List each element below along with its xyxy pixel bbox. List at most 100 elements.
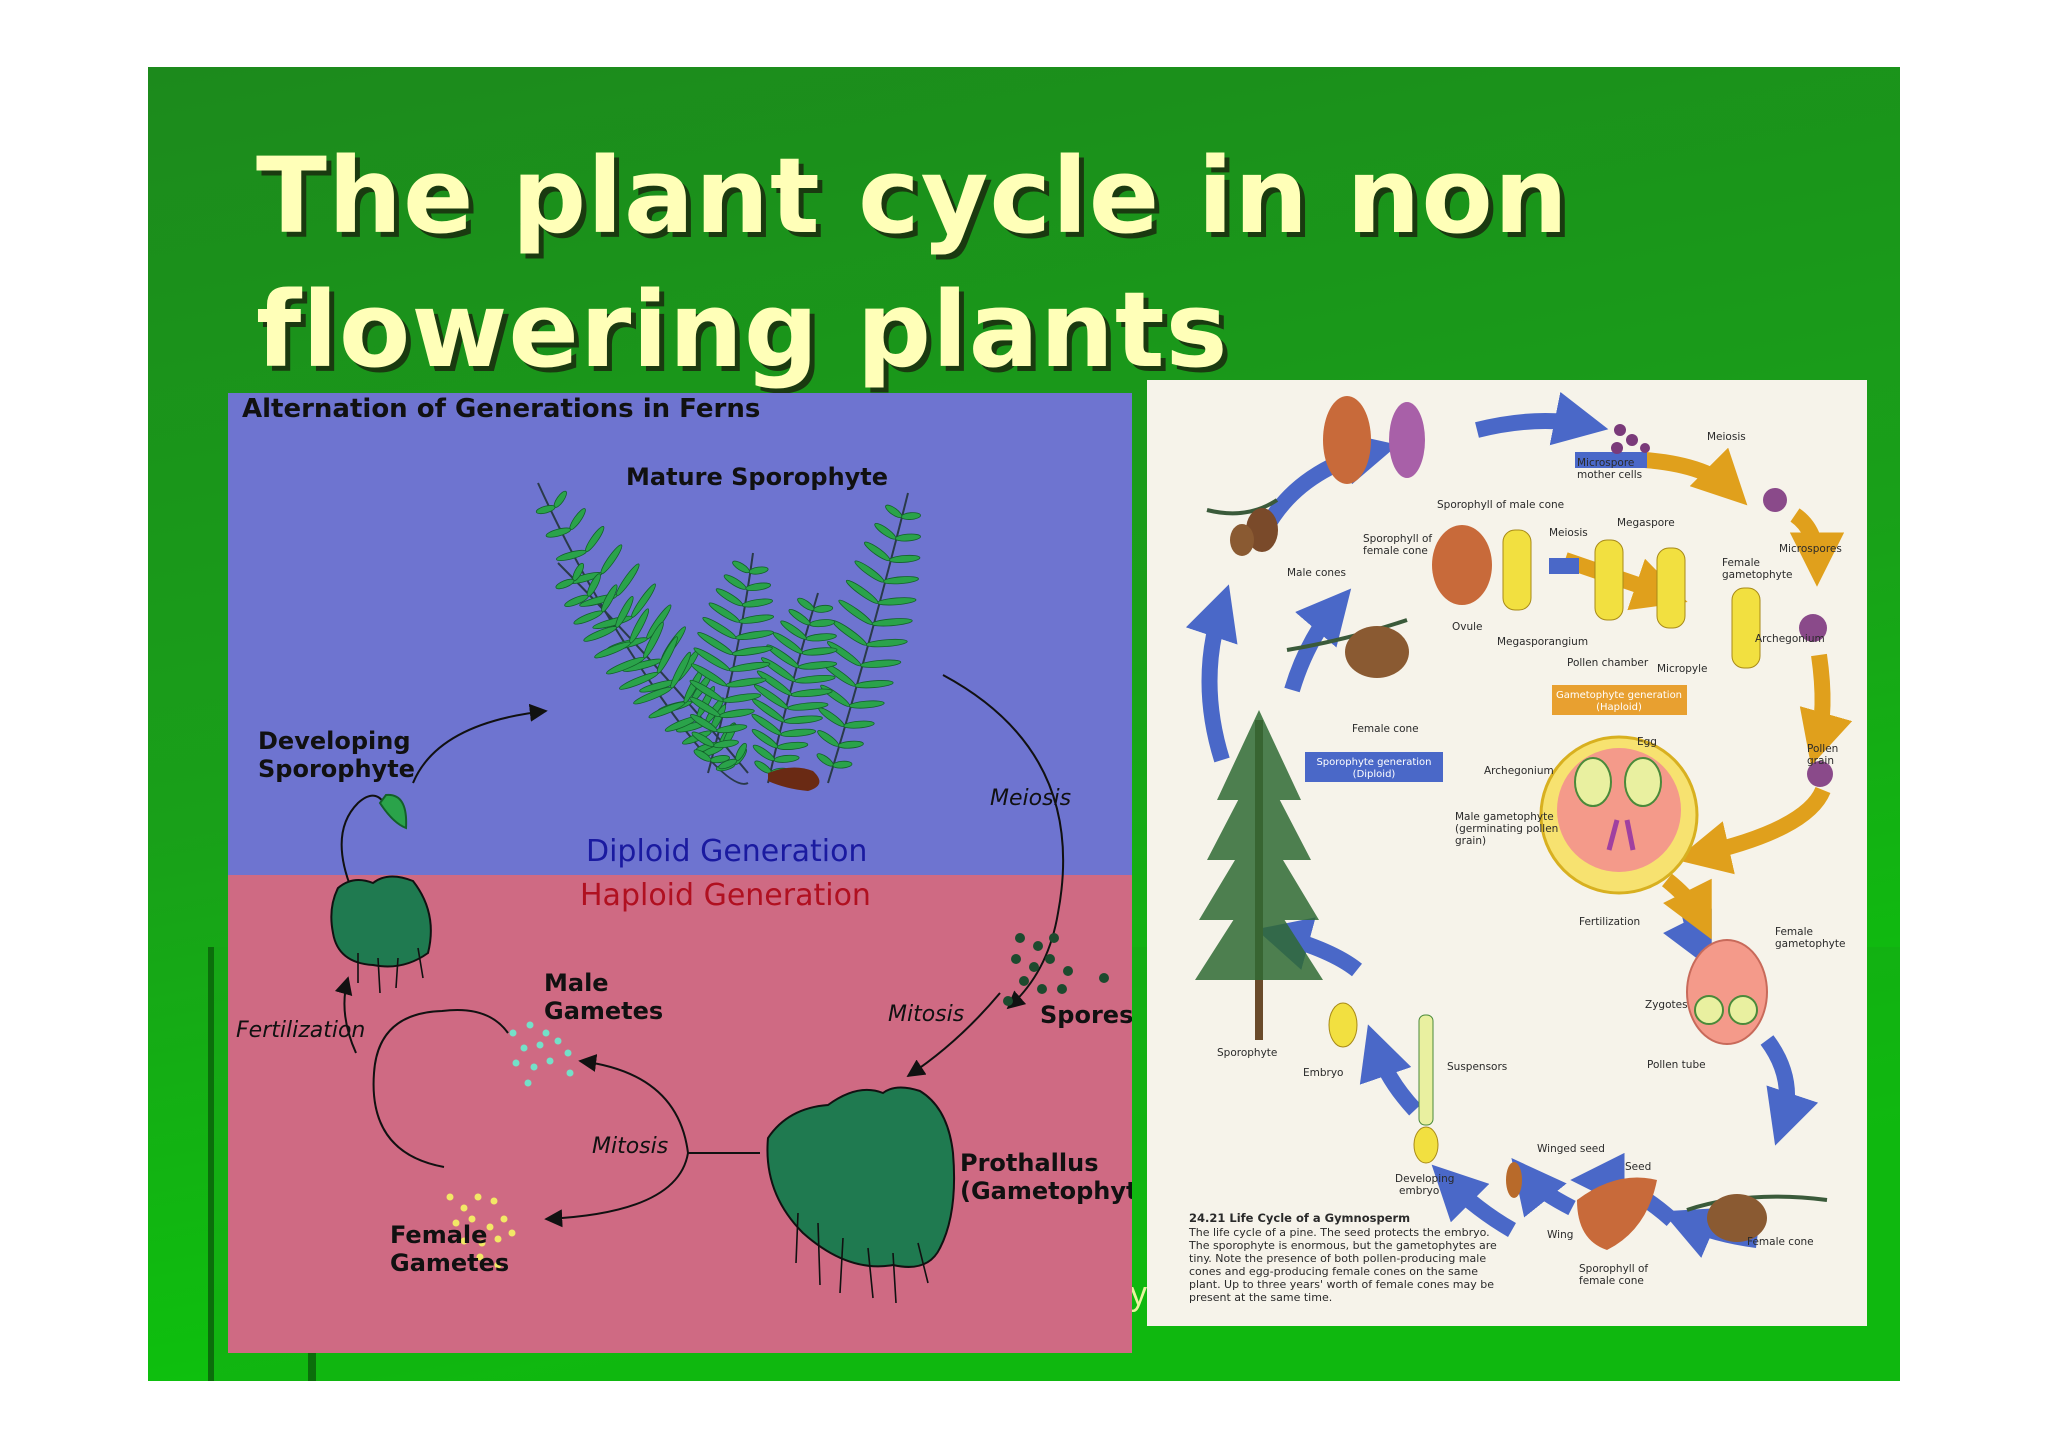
gametophyte-generation-box [1552,685,1687,715]
label-female-gametophyte-low-2: gametophyte [1775,938,1845,950]
gametophyte-generation-label-1: Gametophyte generation [1556,690,1682,701]
label-microspore-mother-2: mother cells [1577,469,1642,481]
label-male-cones: Male cones [1287,567,1346,579]
mitosis-upper-label: Mitosis [888,1002,964,1027]
spores [1003,933,1109,1006]
label-meiosis-mid: Meiosis [1549,527,1588,539]
diploid-generation-label: Diploid Generation [586,834,867,869]
male-dot [509,1029,517,1037]
sporophyte-generation-label-2: (Diploid) [1353,769,1396,780]
spore-dot [1099,973,1109,983]
label-female-gametophyte-top-2: gametophyte [1722,569,1792,581]
caption-line-4: cones and egg-producing female cones on … [1189,1265,1478,1278]
gametophyte-generation-label-2: (Haploid) [1596,702,1642,713]
fern-leaflet [555,578,575,590]
female-dot [460,1237,468,1245]
fern-leaflet [690,663,727,687]
fern-diagram-heading: Alternation of Generations in Ferns [242,394,760,424]
label-wing: Wing [1547,1229,1573,1241]
fern-leaflet [690,714,718,732]
label-sporophyll-female-2: female cone [1363,545,1428,557]
fern-leaflet [817,730,840,747]
label-zygotes: Zygotes [1645,999,1688,1011]
title-line-1: The plant cycle in non [256,135,1569,257]
caption-heading: 24.21 Life Cycle of a Gymnosperm [1189,1211,1410,1225]
label-female-gametophyte-low-1: Female [1775,926,1813,938]
label-sporophyll-bottom-1: Sporophyll of [1579,1263,1648,1275]
male-dot [564,1049,572,1057]
fern-leaflet [752,744,775,762]
label-micropyle: Micropyle [1657,663,1708,675]
label-pollen-grain-2: grain [1807,755,1834,767]
caption-line-1: The life cycle of a pine. The seed prote… [1188,1226,1490,1239]
sporophyte-generation-box [1305,752,1443,782]
caption-line-5: plant. Up to three years' worth of femal… [1189,1278,1494,1291]
label-fertilization: Fertilization [1579,916,1640,928]
fern-leaflet [689,696,721,717]
label-sporophyte: Sporophyte [1217,1047,1277,1059]
fertilization-label: Fertilization [236,1018,365,1043]
fern-leaflet [766,644,800,669]
male-dot [536,1041,544,1049]
fern-leaflet [702,617,737,639]
fern-leaflet [732,560,750,574]
fern-leaflet [573,610,603,625]
male-dot [530,1063,538,1071]
fern-leaflet [648,701,686,719]
label-developing-embryo-2: embryo [1399,1185,1439,1197]
spore-dot [1033,941,1043,951]
label-pollen-grain-1: Pollen [1807,743,1838,755]
label-archegonium-right: Archegonium [1755,633,1825,645]
label-egg: Egg [1637,736,1657,748]
fern-leaflet [864,541,891,562]
fern-leaflet [691,731,715,747]
meiosis-blue-bar [1575,452,1647,468]
fern-leaflet [693,647,730,671]
spore-dot [1057,984,1067,994]
fern-leaflet [545,527,572,538]
fern-leaflet [816,753,834,767]
label-microspores: Microspores [1779,543,1842,555]
female-dot [460,1204,468,1212]
slide-title: The plant cycle in non flowering plants [256,129,1569,397]
fern-leaflet [564,594,589,607]
label-developing-embryo-1: Developing [1395,1173,1454,1185]
developing-sporophyte [330,793,432,994]
fern-leaflet [780,620,807,640]
fern-leaflet [594,641,631,659]
label-suspensors: Suspensors [1447,1061,1507,1073]
gymnosperm-life-cycle-diagram: Gametophyte generation (Haploid) Sporoph… [1147,380,1867,1326]
title-line-2: flowering plants [256,269,1229,391]
pine-tree-sporophyte [1195,710,1323,1040]
prothallus-label-2: (Gametophyte) [960,1177,1132,1205]
fern-leaflet [845,579,879,604]
fern-leaflet [797,597,815,611]
male-dot [542,1029,550,1037]
female-gametes-label-1: Female [390,1221,487,1249]
fern-leaflets [535,490,921,776]
male-dot [524,1079,532,1087]
male-dot [520,1044,528,1052]
fern-leaflet [708,602,740,623]
label-megasporangium: Megasporangium [1497,636,1588,648]
label-embryo: Embryo [1303,1067,1343,1079]
female-dot [474,1193,482,1201]
fern-leaflet [535,505,556,515]
label-pollen-chamber: Pollen chamber [1567,657,1649,669]
winged-seed [1506,1162,1522,1198]
female-gametes [446,1193,516,1269]
label-male-gametophyte-2: (germinating pollen [1455,823,1558,835]
seed-sporophyll [1577,1177,1657,1250]
fern-leaflet [751,729,779,749]
fern-leaflet [826,641,862,667]
female-dot [446,1193,454,1201]
developing-sporophyte-label-2: Sporophyte [258,755,415,783]
female-dot [476,1253,484,1261]
developing-sporophyte-label-1: Developing [258,727,411,755]
female-cone-bottom [1686,1194,1828,1242]
fern-leaflet [788,608,811,626]
arrow-meiosis [942,674,1065,1010]
spore-dot [1003,996,1013,1006]
fern-leaflet [756,670,793,696]
arrow-to-mature [412,703,548,784]
